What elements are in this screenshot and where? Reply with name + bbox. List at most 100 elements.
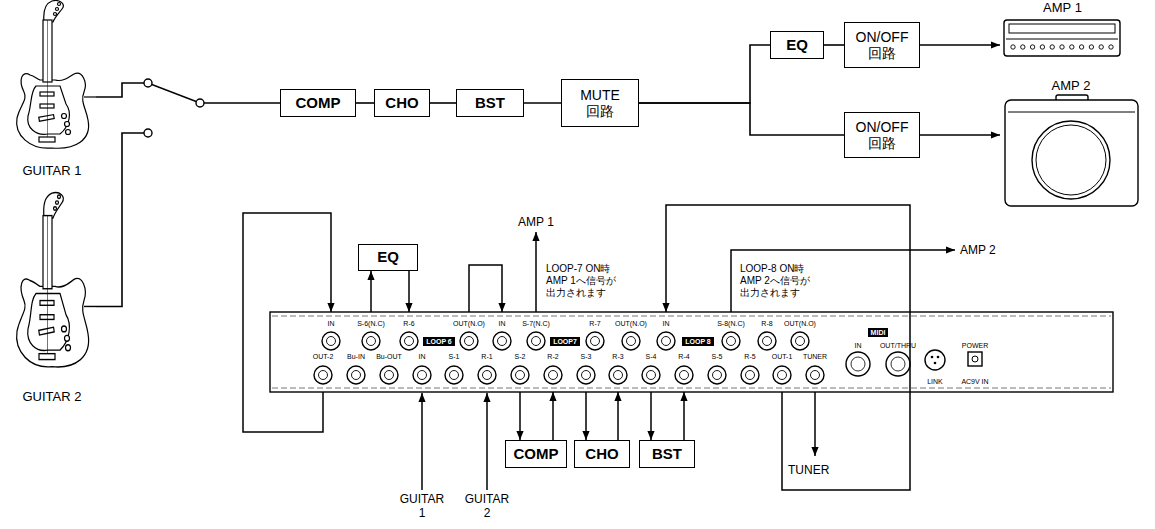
jack (347, 366, 365, 384)
jack-label: S-3 (581, 353, 592, 360)
box-label: ON/OFF 回路 (851, 29, 913, 61)
process-box: ON/OFF 回路 (844, 22, 920, 68)
guitar-figure: GUITAR 1 (8, 0, 96, 178)
amp-knob (1060, 45, 1064, 49)
figure-label: GUITAR 1 (23, 163, 82, 178)
jack-label: Bu-IN (347, 353, 365, 360)
jack-label: R-2 (547, 353, 558, 360)
jack (511, 366, 529, 384)
section-plate: LOOP 6 (423, 337, 455, 346)
signal-line (96, 83, 280, 103)
jack (642, 366, 660, 384)
jack-label: Bu-OUT (376, 353, 402, 360)
jack (478, 366, 496, 384)
amp-knob (1050, 45, 1054, 49)
amp-figure: AMP 2 (1000, 78, 1142, 208)
jack (708, 366, 726, 384)
jack-label: R-5 (744, 353, 755, 360)
jack-label: IN (855, 342, 862, 349)
jack (741, 366, 759, 384)
jack (544, 366, 562, 384)
jack-label: OUT-2 (313, 353, 334, 360)
box-label: EQ (377, 248, 399, 265)
jack (445, 366, 463, 384)
combo-amp-illustration (1005, 95, 1138, 206)
box-label: CHO (585, 445, 618, 462)
process-box: MUTE 回路 (561, 79, 639, 127)
section-plate: LOOP7 (550, 337, 580, 346)
rear-panel (270, 312, 1113, 392)
jack-label: S-7(N.C) (522, 320, 550, 327)
signal-line (639, 45, 770, 103)
signal-line (524, 102, 561, 104)
jack-label: R-3 (612, 353, 623, 360)
note-text: LOOP-8 ON時 AMP 2へ信号が 出力されます (740, 263, 816, 299)
amp-knob (1070, 45, 1074, 49)
note-text: LOOP-7 ON時 AMP 1へ信号が 出力されます (546, 263, 622, 299)
jack (609, 366, 627, 384)
jack-label: S-6(N.C) (357, 320, 385, 327)
section-plate: LOOP 8 (682, 337, 714, 346)
jack-label: IN (419, 353, 426, 360)
guitar-2-wire (96, 133, 144, 307)
selector-switch (144, 79, 204, 137)
signal-line (356, 102, 374, 104)
amp-knob (1040, 45, 1044, 49)
process-box: EQ (770, 31, 824, 59)
figure-label: AMP 2 (1052, 78, 1091, 93)
jack-label: R-6 (403, 320, 414, 327)
amp-knob (1109, 45, 1113, 49)
process-box: COMP (280, 89, 356, 117)
amp-knob (1011, 45, 1015, 49)
process-box: BST (456, 89, 524, 117)
jack (791, 332, 809, 350)
section-plate: MIDI (868, 328, 889, 337)
jack (527, 332, 545, 350)
amp-knob (1079, 45, 1083, 49)
jack (675, 366, 693, 384)
box-label: BST (475, 94, 505, 111)
jack-label: TUNER (803, 353, 827, 360)
box-label: CHO (385, 94, 418, 111)
process-box: BST (639, 440, 695, 468)
box-label: BST (652, 445, 682, 462)
signal-label: AMP 1 (518, 216, 554, 228)
box-label: EQ (786, 36, 808, 53)
jack-label: S-5 (712, 353, 723, 360)
signal-line (920, 44, 1000, 46)
process-box: EQ (358, 244, 418, 271)
jack-label: S-2 (515, 353, 526, 360)
amp-knob (1021, 45, 1025, 49)
box-label: MUTE 回路 (569, 87, 631, 119)
jack-label: OUT(N.O) (453, 320, 485, 327)
jack (380, 366, 398, 384)
jack (773, 366, 791, 384)
amp-knob (1089, 45, 1093, 49)
box-label: COMP (296, 94, 341, 111)
jack (493, 332, 511, 350)
jack-label: AC9V IN (961, 378, 988, 385)
jack (577, 366, 595, 384)
figure-label: AMP 1 (1043, 0, 1082, 15)
process-box: COMP (505, 440, 567, 468)
signal-label: AMP 2 (960, 244, 996, 256)
box-label: ON/OFF 回路 (851, 119, 913, 151)
jack-label: POWER (962, 342, 988, 349)
amp-head-illustration (1004, 20, 1120, 56)
signal-label: GUITAR 1 (396, 493, 448, 521)
box-label: COMP (514, 445, 559, 462)
jack-label: IN (328, 320, 335, 327)
signal-line (920, 134, 1000, 136)
jack (413, 366, 431, 384)
jack (460, 332, 478, 350)
process-box: CHO (574, 440, 630, 468)
jack-label: S-1 (449, 353, 460, 360)
signal-label: TUNER (788, 464, 829, 476)
process-box: ON/OFF 回路 (844, 112, 920, 158)
jack-label: LINK (927, 378, 943, 385)
signal-label: GUITAR 2 (461, 493, 513, 521)
jack (758, 332, 776, 350)
jack-label: OUT-1 (772, 353, 793, 360)
jack-label: R-4 (678, 353, 689, 360)
